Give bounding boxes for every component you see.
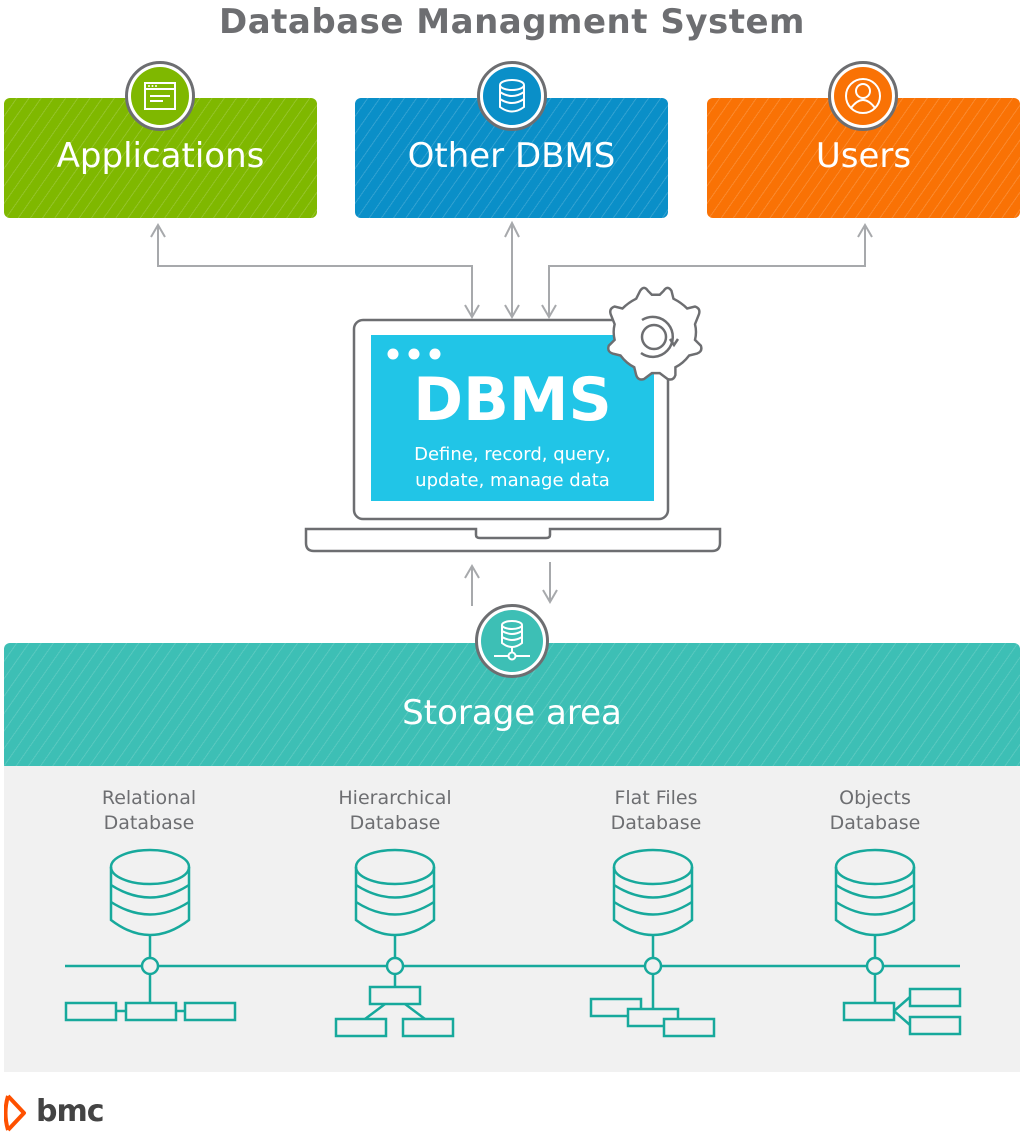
- relational-structure-icon: [64, 936, 237, 1022]
- other-dbms-label: Other DBMS: [407, 136, 616, 176]
- dbms-title: DBMS: [413, 365, 612, 435]
- dbms-description: Define, record, query, update, manage da…: [371, 442, 654, 494]
- flat-files-database-cylinder-icon: [612, 848, 694, 937]
- dbms-description-line1: Define, record, query,: [414, 444, 611, 465]
- database-network-icon: [494, 620, 530, 661]
- connector-arrows-top: [150, 220, 873, 319]
- application-window-icon: [144, 82, 176, 110]
- hierarchical-structure-icon: [334, 936, 455, 1038]
- objects-database-cylinder-icon: [834, 848, 916, 937]
- relational-database-cylinder-icon: [109, 848, 191, 937]
- connector-arrows-bottom: [464, 562, 558, 606]
- gear-refresh-icon: [607, 286, 703, 381]
- flat-files-structure-icon: [589, 936, 716, 1038]
- hierarchical-database-label: Hierarchical Database: [295, 786, 495, 836]
- dbms-screen: [371, 335, 654, 501]
- users-label: Users: [815, 136, 912, 176]
- label-line1: Hierarchical: [338, 787, 452, 809]
- bmc-logo-text: bmc: [36, 1094, 105, 1129]
- diagram-title: Database Managment System: [219, 2, 805, 42]
- window-dots-icon: [387, 348, 441, 360]
- applications-label: Applications: [56, 136, 265, 176]
- applications-badge: [125, 61, 195, 131]
- objects-structure-icon: [842, 936, 962, 1036]
- label-line1: Objects: [839, 787, 911, 809]
- users-badge: [828, 61, 898, 131]
- database-network-diagram: [64, 848, 962, 1038]
- dbms-description-line2: update, manage data: [415, 470, 610, 491]
- database-icon: [499, 79, 525, 113]
- users-card: Users: [707, 98, 1020, 218]
- flat-files-database-label: Flat Files Database: [556, 786, 756, 836]
- objects-database-label: Objects Database: [775, 786, 975, 836]
- relational-database-label: Relational Database: [49, 786, 249, 836]
- applications-connector: [157, 225, 473, 317]
- label-line2: Database: [349, 812, 441, 834]
- label-line1: Flat Files: [614, 787, 698, 809]
- label-line2: Database: [829, 812, 921, 834]
- user-icon: [845, 78, 881, 114]
- label-line1: Relational: [101, 787, 197, 809]
- other-dbms-badge: [477, 61, 547, 131]
- users-connector: [548, 225, 866, 317]
- storage-badge: [475, 604, 549, 678]
- storage-area-label: Storage area: [402, 693, 622, 733]
- label-line2: Database: [103, 812, 195, 834]
- hierarchical-database-cylinder-icon: [354, 848, 436, 937]
- bmc-logo-icon: [4, 1094, 26, 1132]
- label-line2: Database: [610, 812, 702, 834]
